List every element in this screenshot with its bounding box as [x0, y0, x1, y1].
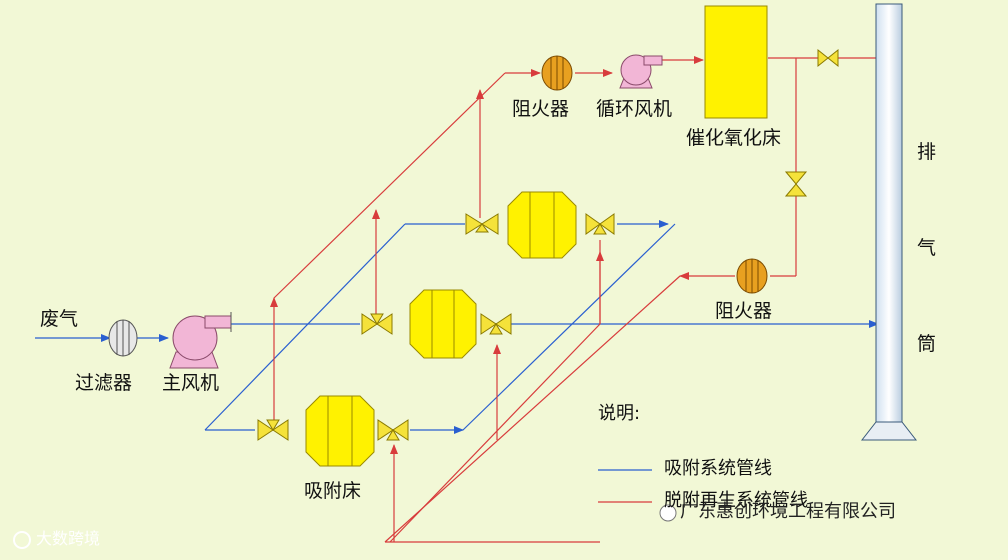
- adsorption-bed-bottom: [305, 395, 375, 467]
- flame-arrester-right-label: 阻火器: [715, 300, 773, 322]
- legend-regeneration-label: 脱附再生系统管线: [664, 490, 808, 511]
- waste-gas-label: 废气: [40, 308, 79, 330]
- flame-arrester-top-label: 阻火器: [512, 98, 570, 120]
- flame-arrester-right: [736, 258, 768, 294]
- catalytic-bed-label: 催化氧化床: [686, 127, 782, 149]
- stack-label-text: 排气筒: [917, 141, 937, 355]
- circulation-fan: [619, 54, 663, 89]
- exhaust-stack: [860, 3, 918, 441]
- legend-adsorption-label: 吸附系统管线: [664, 458, 772, 479]
- main-fan: [169, 312, 232, 369]
- stack-label: 排气筒: [917, 104, 937, 392]
- adsorption-bed-label: 吸附床: [304, 480, 362, 502]
- adsorption-lines: [35, 220, 879, 434]
- wechat-icon: [659, 504, 677, 522]
- main-fan-label: 主风机: [162, 372, 220, 394]
- flame-arrester-top: [541, 55, 573, 91]
- filter-label: 过滤器: [75, 372, 133, 394]
- adsorption-bed-middle: [409, 289, 477, 359]
- legend-title: 说明:: [598, 403, 641, 424]
- valves: [257, 48, 839, 441]
- adsorption-bed-top: [507, 191, 577, 259]
- filter: [108, 319, 138, 357]
- circulation-fan-label: 循环风机: [596, 98, 673, 120]
- regeneration-lines: [270, 56, 876, 543]
- watermark-brand: 大数跨境: [36, 529, 101, 548]
- watermark-company: 广东惠创环境工程有限公司: [680, 501, 896, 522]
- catalytic-oxidation-bed: [704, 5, 768, 119]
- brand-logo-icon: [13, 531, 31, 549]
